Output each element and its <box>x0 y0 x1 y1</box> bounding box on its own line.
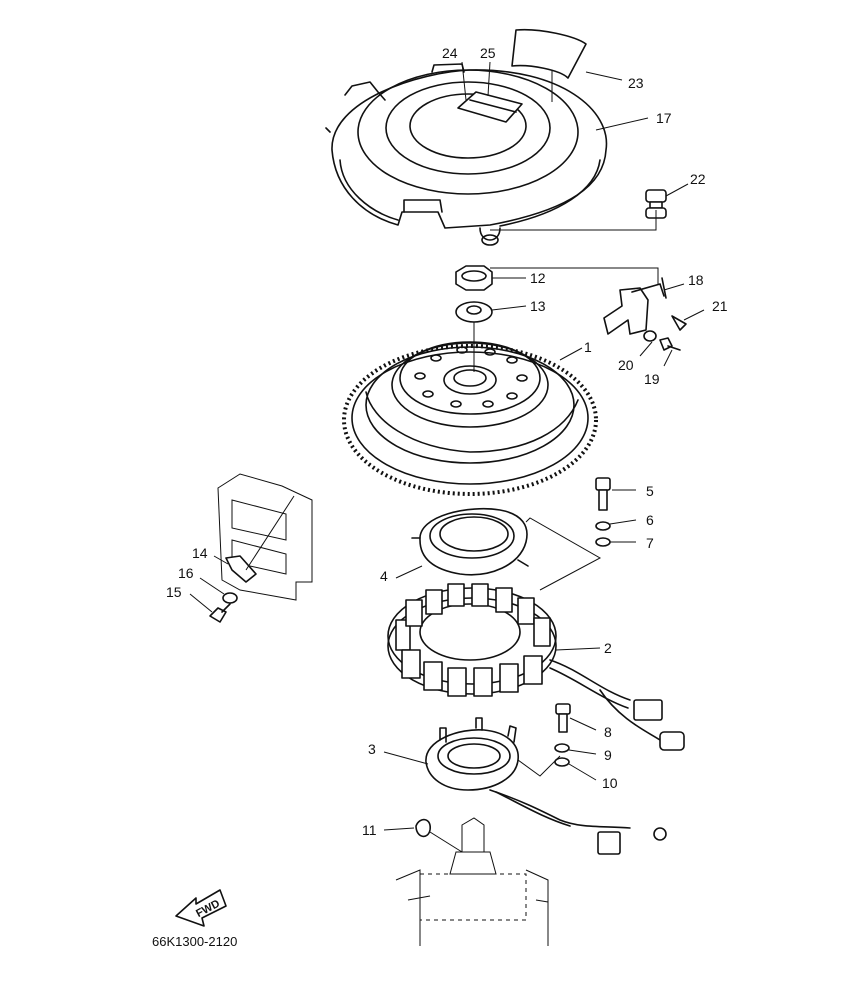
flywheel-cover <box>325 60 608 246</box>
pulser-bolt <box>555 703 571 733</box>
callout-18: 18 <box>688 272 704 288</box>
callout-1: 1 <box>584 339 592 355</box>
callout-labels: 1 2 3 4 5 6 7 8 9 10 11 12 13 14 15 16 1… <box>166 45 728 838</box>
callout-12: 12 <box>530 270 546 286</box>
bracket-washer <box>643 330 657 342</box>
callout-10: 10 <box>602 775 618 791</box>
clamp-bolt <box>209 603 231 623</box>
bracket-bolt <box>659 337 681 351</box>
stator-holder <box>411 507 529 576</box>
washer-7 <box>595 537 611 547</box>
pulser-coil <box>425 717 667 855</box>
lock-washer-6 <box>595 521 611 531</box>
callout-15: 15 <box>166 584 182 600</box>
callout-8: 8 <box>604 724 612 740</box>
harness-clamp <box>225 495 295 583</box>
callout-9: 9 <box>604 747 612 763</box>
callout-14: 14 <box>192 545 208 561</box>
washer-10 <box>554 757 570 767</box>
callout-11: 11 <box>362 822 377 838</box>
flywheel <box>342 341 598 496</box>
crankshaft-context <box>395 817 549 946</box>
flywheel-nut <box>455 265 493 291</box>
leader-lines <box>189 61 705 853</box>
callout-21: 21 <box>712 298 728 314</box>
callout-17: 17 <box>656 110 672 126</box>
callout-4: 4 <box>380 568 388 584</box>
stator-coil <box>387 583 685 751</box>
fwd-arrow-icon: FWD <box>175 889 227 927</box>
callout-23: 23 <box>628 75 644 91</box>
lock-washer-9 <box>554 743 570 753</box>
callout-6: 6 <box>646 512 654 528</box>
callout-2: 2 <box>604 640 612 656</box>
callout-24: 24 <box>442 45 458 61</box>
fwd-label: FWD <box>194 898 222 920</box>
callout-5: 5 <box>646 483 654 499</box>
callout-22: 22 <box>690 171 706 187</box>
label-decal <box>511 28 587 79</box>
flywheel-bolt <box>595 477 611 511</box>
callout-3: 3 <box>368 741 376 757</box>
part-code: 66K1300-2120 <box>152 934 237 949</box>
flywheel-washer <box>455 301 493 323</box>
cover-bracket <box>603 277 667 335</box>
callout-20: 20 <box>618 357 634 373</box>
callout-7: 7 <box>646 535 654 551</box>
callout-13: 13 <box>530 298 546 314</box>
callout-25: 25 <box>480 45 496 61</box>
bracket-clip <box>671 315 687 331</box>
cover-plate-outline <box>217 473 313 601</box>
callout-16: 16 <box>178 565 194 581</box>
woodruff-key <box>415 818 431 838</box>
clamp-washer <box>222 592 238 604</box>
callout-19: 19 <box>644 371 660 387</box>
